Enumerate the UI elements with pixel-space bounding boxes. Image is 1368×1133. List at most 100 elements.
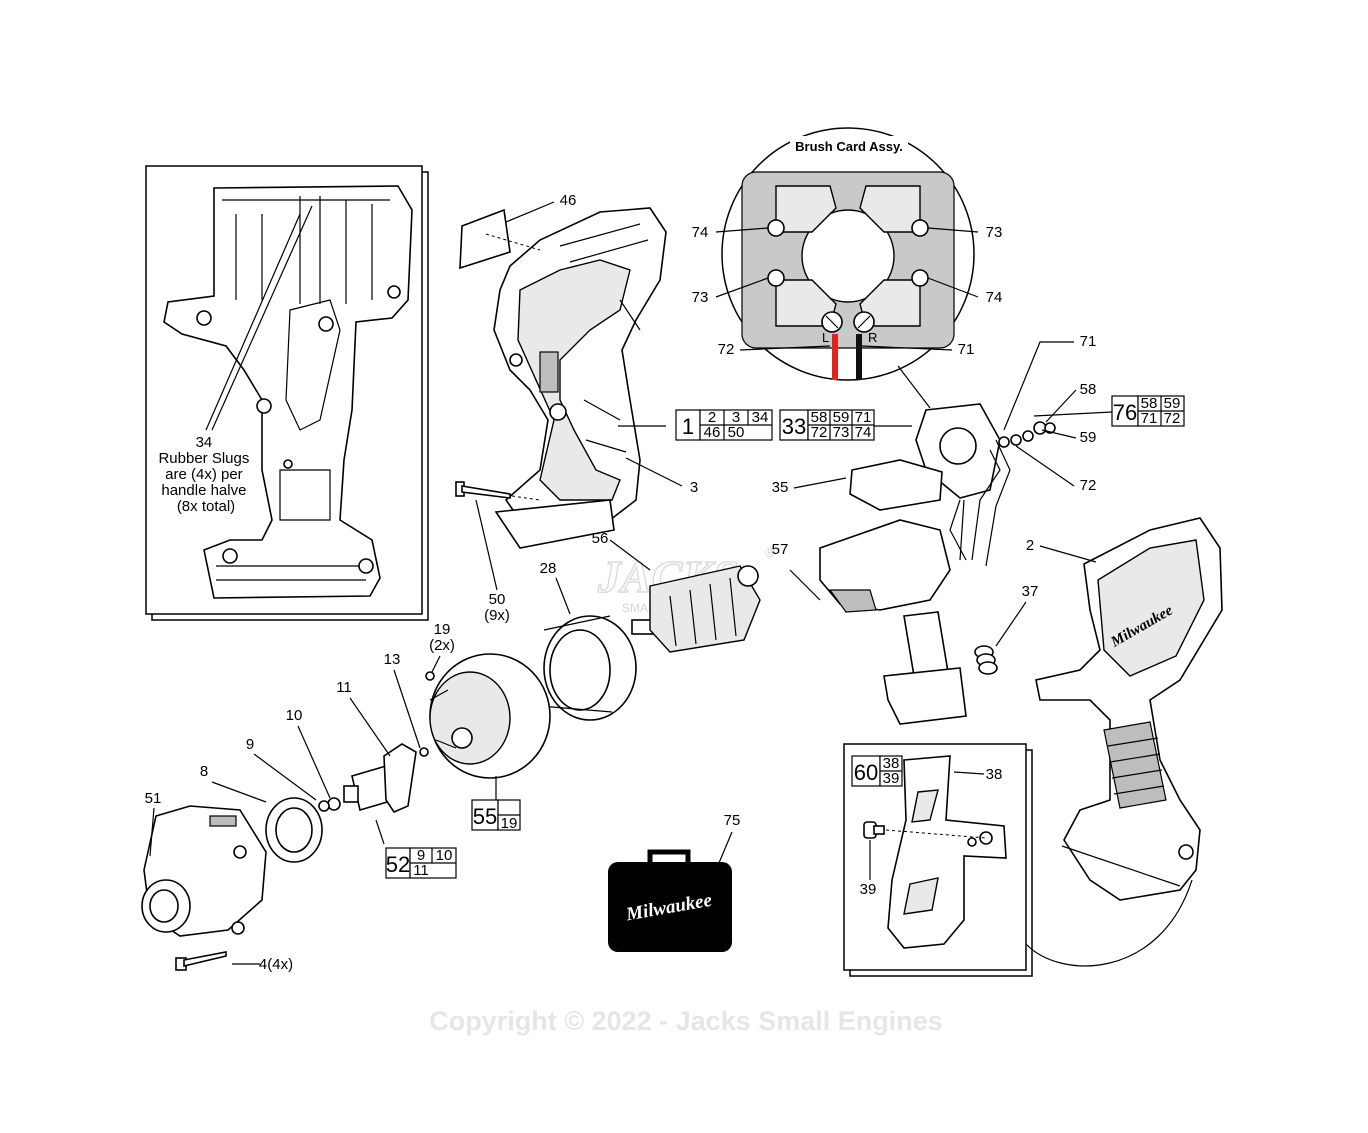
kit-76-cell-3: 71 — [1141, 410, 1158, 427]
callout-10: 10 — [286, 707, 303, 724]
housing-half-drawing — [163, 185, 413, 599]
ring-part-10 — [327, 797, 341, 811]
screw-part-4 — [175, 951, 227, 971]
brush-card-detail: L R Brush Card Assy. — [721, 127, 975, 409]
kit-33-cell-1: 58 — [811, 409, 828, 426]
kit-box-52: 52 9 10 11 — [385, 847, 457, 879]
kit-1-cell-4: 46 — [704, 424, 721, 441]
kit-box-55: 55 19 — [471, 799, 521, 832]
callout-9: 9 — [246, 736, 254, 753]
kit-33-cell-5: 73 — [833, 424, 850, 441]
callout-3: 3 — [690, 479, 698, 496]
kit-33-cell-3: 71 — [855, 409, 872, 426]
kit-33-main: 33 — [782, 414, 806, 439]
switch-part-57 — [819, 519, 967, 725]
belt-clip-leader — [1025, 879, 1193, 967]
callout-56: 56 — [592, 530, 609, 547]
kit-76-cell-4: 72 — [1164, 410, 1181, 427]
kit-52-cell-2: 10 — [436, 847, 453, 864]
washers-58-59 — [998, 421, 1056, 448]
kit-box-60: 60 38 39 — [851, 755, 903, 787]
kit-60-cell-1: 38 — [883, 755, 900, 772]
callout-19-qty: (2x) — [429, 637, 455, 654]
callout-37: 37 — [1022, 583, 1039, 600]
callout-4: 4(4x) — [259, 956, 293, 973]
callout-39: 39 — [860, 881, 877, 898]
callout-leaders — [149, 201, 1113, 965]
screw-part-50 — [455, 481, 541, 501]
inset-note: 34 Rubber Slugs are (4x) per handle halv… — [158, 434, 253, 515]
nose-cap-part-51 — [141, 805, 267, 937]
callout-75: 75 — [724, 812, 741, 829]
kit-33-cell-2: 59 — [833, 409, 850, 426]
brush-terminal-l: L — [822, 330, 829, 345]
armature-part-56 — [631, 565, 761, 653]
housing-inset-panel: 34 Rubber Slugs are (4x) per handle halv… — [145, 165, 429, 621]
callout-8: 8 — [200, 763, 208, 780]
callout-50: 50 — [489, 591, 506, 608]
callout-2: 2 — [1026, 537, 1034, 554]
kit-1-cell-1: 2 — [708, 409, 716, 426]
wire-black — [856, 334, 862, 380]
housing-half-part-3 — [493, 207, 667, 549]
label-part-46 — [459, 208, 511, 270]
slug-leader-lines — [205, 205, 313, 431]
kit-60-cell-2: 39 — [883, 770, 900, 787]
kit-1-cell-3: 34 — [752, 409, 769, 426]
spring-part-37 — [974, 645, 998, 675]
kit-52-cell-1: 9 — [417, 847, 425, 864]
callout-51: 51 — [145, 790, 162, 807]
callout-58: 58 — [1080, 381, 1097, 398]
kit-60-main: 60 — [854, 760, 878, 785]
assembled-driver-part-2: Milwaukee — [1035, 517, 1223, 901]
kit-76-main: 76 — [1113, 400, 1137, 425]
wire-red — [832, 334, 838, 380]
kit-box-33: 33 58 59 71 72 73 74 — [779, 409, 875, 441]
tool-case-part-75: Milwaukee — [608, 849, 732, 952]
brush-card-title: Brush Card Assy. — [795, 139, 903, 154]
gear-case-part-55 — [419, 653, 551, 779]
callout-35: 35 — [772, 479, 789, 496]
callout-73a: 73 — [986, 224, 1003, 241]
ring-part-9 — [318, 800, 330, 812]
kit-1-cell-5: 50 — [728, 424, 745, 441]
callout-57: 57 — [772, 541, 789, 558]
kit-33-cell-6: 74 — [855, 424, 872, 441]
kit-55-cell-1: 19 — [501, 815, 518, 832]
callout-74b: 74 — [986, 289, 1003, 306]
screw-part-39 — [863, 821, 885, 839]
callout-74a: 74 — [692, 224, 709, 241]
callout-38: 38 — [986, 766, 1003, 783]
callout-72a: 72 — [718, 341, 735, 358]
callout-71a: 71 — [958, 341, 975, 358]
watermark-registered-mark: ® — [765, 544, 776, 560]
callout-labels: 46 74 73 73 74 72 71 71 58 59 72 3 35 2 … — [145, 192, 1097, 973]
callout-59: 59 — [1080, 429, 1097, 446]
callout-73b: 73 — [692, 289, 709, 306]
kit-33-cell-4: 72 — [811, 424, 828, 441]
kit-box-76: 76 58 59 71 72 — [1111, 395, 1185, 427]
callout-46: 46 — [560, 192, 577, 209]
kit-1-cell-2: 3 — [732, 409, 740, 426]
brush-terminal-r: R — [868, 330, 877, 345]
callout-13: 13 — [384, 651, 401, 668]
ring-part-28 — [539, 615, 637, 721]
anvil-part-11 — [343, 743, 417, 813]
part-35 — [849, 459, 943, 511]
kit-box-1: 1 2 3 34 46 50 — [675, 409, 773, 441]
kit-1-main: 1 — [682, 414, 694, 439]
callout-19: 19 — [434, 621, 451, 638]
callout-28: 28 — [540, 560, 557, 577]
kit-76-cell-1: 58 — [1141, 395, 1158, 412]
callout-11: 11 — [336, 679, 352, 696]
callout-50-qty: (9x) — [484, 607, 510, 624]
callout-71b: 71 — [1080, 333, 1097, 350]
kit-52-main: 52 — [386, 852, 410, 877]
copyright-watermark: Copyright © 2022 - Jacks Small Engines — [429, 1006, 943, 1036]
kit-76-cell-2: 59 — [1164, 395, 1181, 412]
callout-72b: 72 — [1080, 477, 1097, 494]
washer-part-8 — [265, 797, 323, 863]
kit-55-main: 55 — [473, 804, 497, 829]
kit-52-cell-3: 11 — [413, 862, 429, 879]
